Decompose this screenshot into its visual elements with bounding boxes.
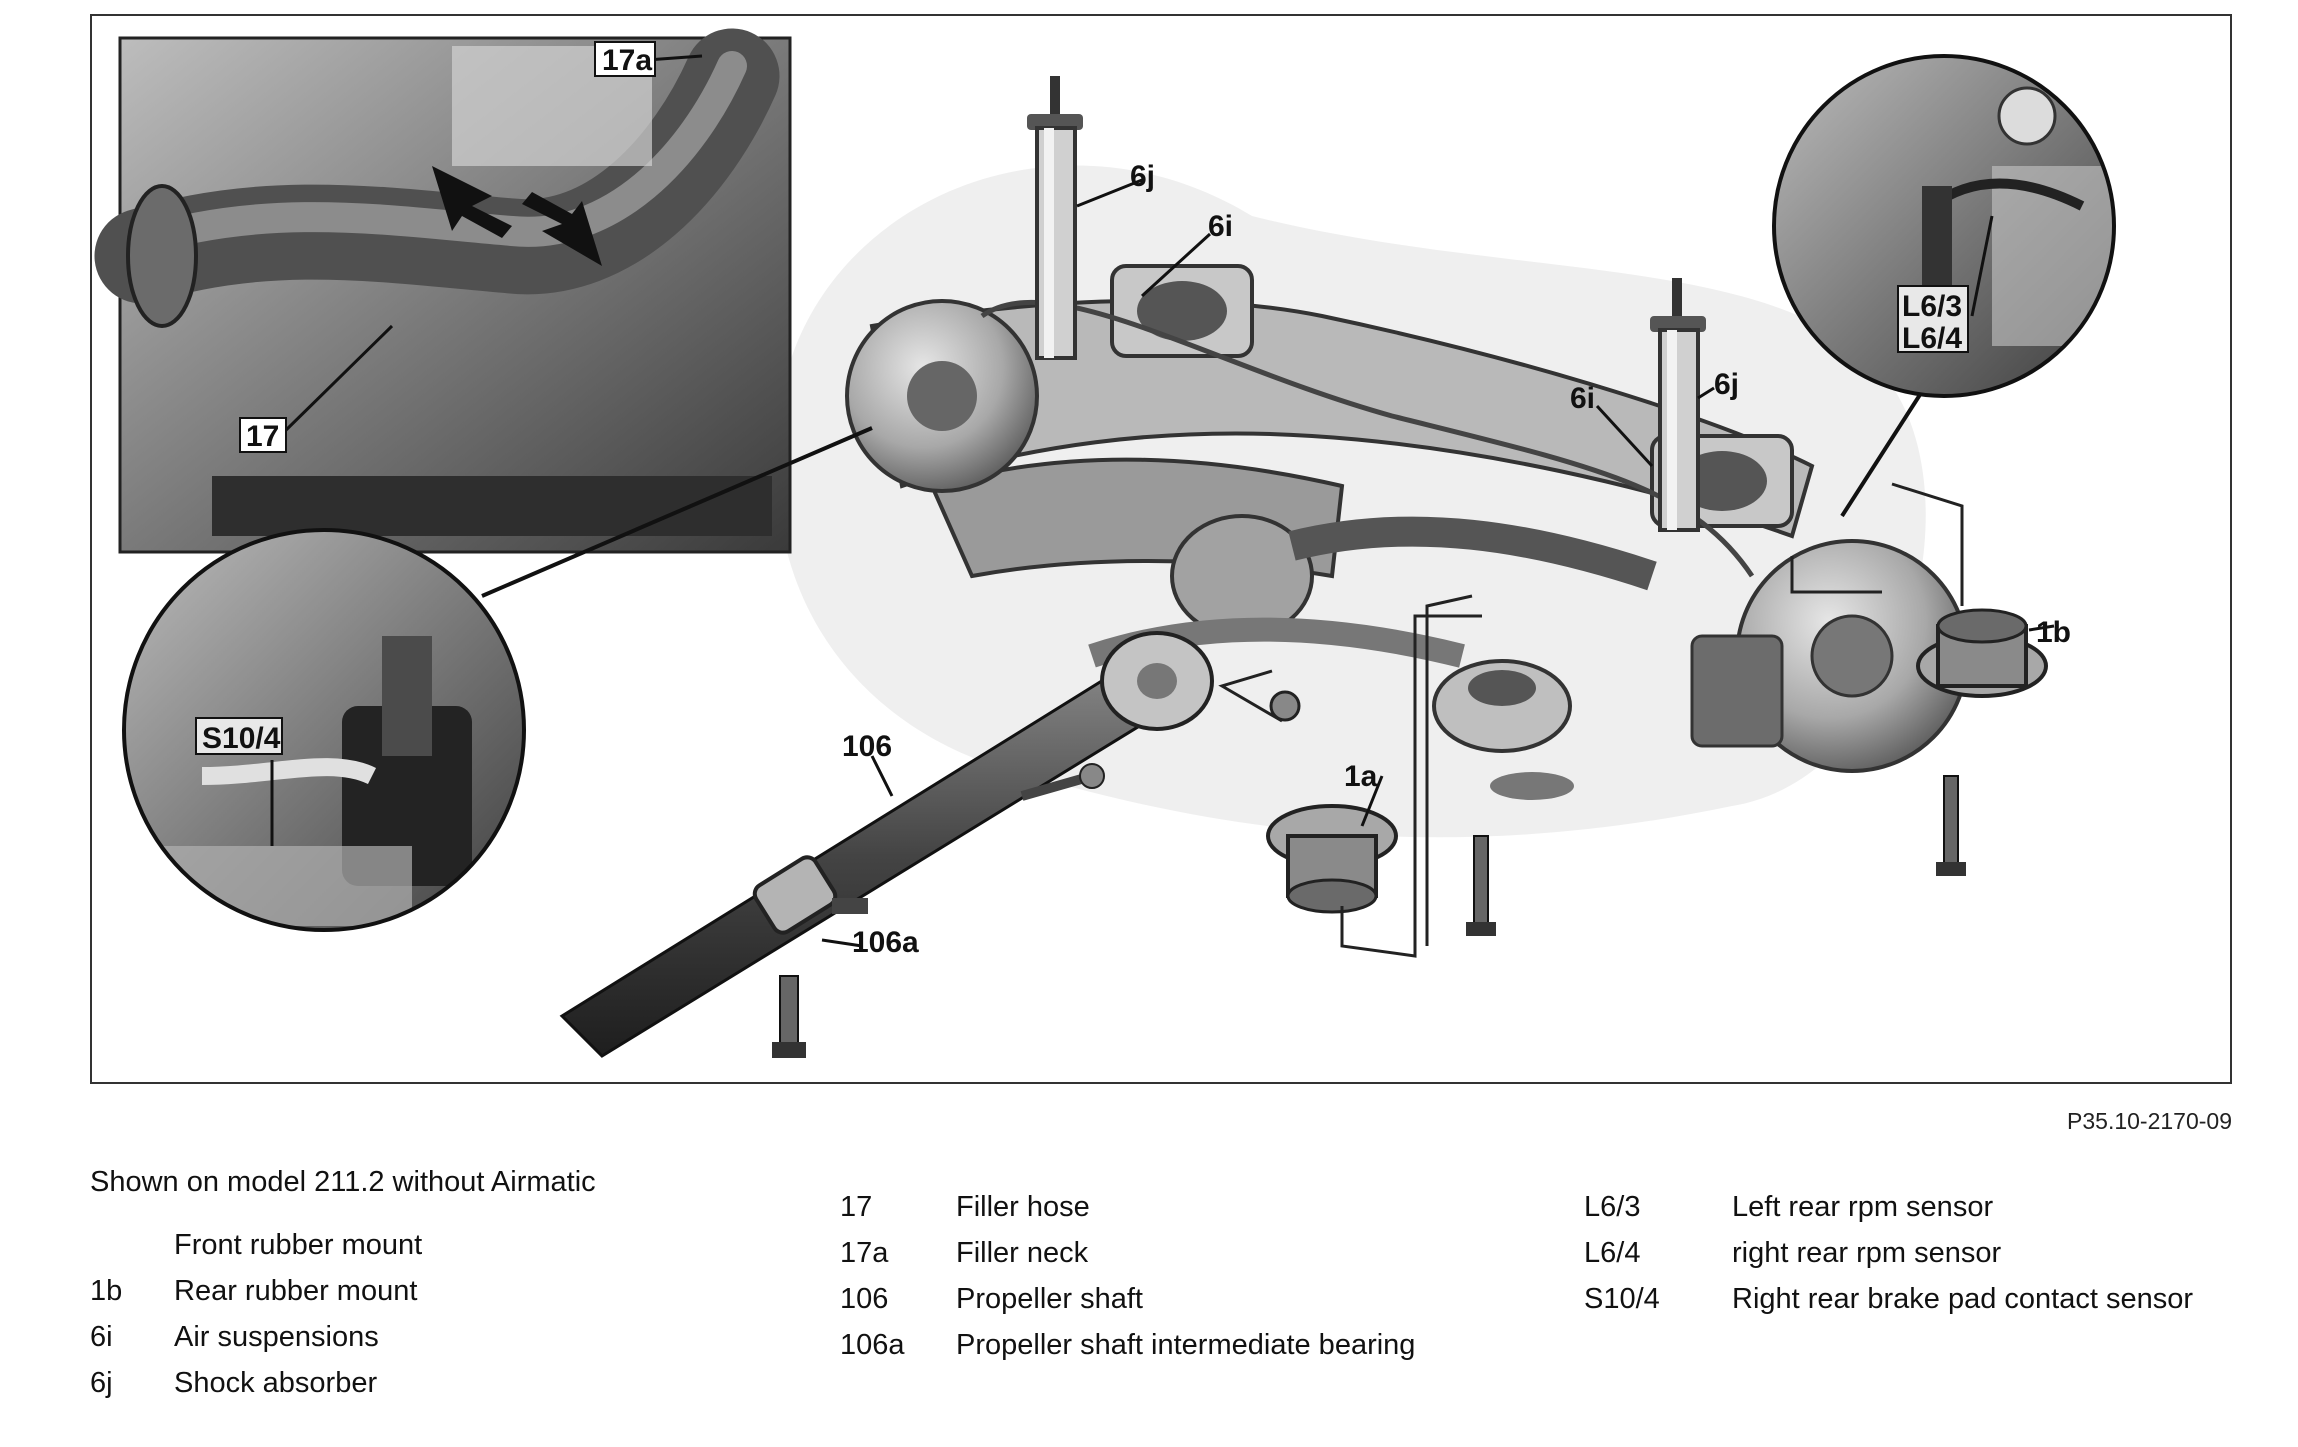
legend-column-1: Front rubber mount 1b Rear rubber mount 6…	[90, 1222, 422, 1406]
rear-axle-illustration: 17a 17 6j 6i 6i 6j 1a 1b 106 106a S10/4 …	[94, 28, 2116, 1058]
legend-item: 106a Propeller shaft intermediate bearing	[840, 1322, 1415, 1368]
legend-code: L6/4	[1584, 1237, 1641, 1269]
figure-reference: P35.10-2170-09	[2067, 1108, 2232, 1134]
legend-code: 106	[840, 1283, 889, 1315]
legend-item: L6/4 right rear rpm sensor	[1584, 1230, 2193, 1276]
legend-code	[90, 1222, 174, 1268]
legend-code: 106a	[840, 1329, 905, 1361]
inset-photo-brake-sensor	[122, 528, 526, 932]
callout-6j-right: 6j	[1714, 368, 1739, 401]
callout-L6-4: L6/4	[1902, 322, 1962, 355]
legend-description: Rear rubber mount	[174, 1275, 418, 1307]
legend-item: 6i Air suspensions	[90, 1314, 422, 1360]
callout-106: 106	[842, 730, 892, 763]
callout-S10-4: S10/4	[202, 722, 281, 755]
legend-description: Front rubber mount	[174, 1229, 423, 1261]
legend-column-3: L6/3 Left rear rpm sensor L6/4 right rear …	[1584, 1184, 2193, 1322]
legend-item: S10/4 Right rear brake pad contact sensor	[1584, 1276, 2193, 1322]
legend-description: Left rear rpm sensor	[1732, 1191, 1994, 1223]
legend-item: 17a Filler neck	[840, 1230, 1415, 1276]
shock-absorber-right	[1650, 278, 1706, 532]
legend-description: Filler hose	[956, 1191, 1090, 1223]
legend-description: Right rear brake pad contact sensor	[1732, 1283, 2194, 1315]
callout-L6-3: L6/3	[1902, 290, 1962, 323]
legend-description: Propeller shaft	[956, 1283, 1143, 1315]
callout-106a: 106a	[852, 926, 919, 959]
front-rubber-mount	[1266, 804, 1398, 914]
legend-code: 17a	[840, 1237, 889, 1269]
propeller-shaft	[559, 631, 1214, 1058]
callout-1a: 1a	[1344, 760, 1378, 793]
callout-1b: 1b	[2036, 616, 2071, 649]
inset-photo-filler-hose	[94, 28, 792, 554]
legend-item: 106 Propeller shaft	[840, 1276, 1415, 1322]
legend-description: Shock absorber	[174, 1367, 378, 1399]
assembly-lines	[1218, 482, 1964, 958]
legend-code: 1b	[90, 1275, 123, 1307]
leader-inset-left	[481, 426, 873, 598]
legend-description: Air suspensions	[174, 1321, 379, 1353]
callout-17: 17	[246, 420, 279, 453]
figure-caption: Shown on model 211.2 without Airmatic	[90, 1166, 596, 1198]
callout-6j-left: 6j	[1130, 160, 1155, 193]
leader-inset-right	[1840, 374, 1934, 518]
legend-description: Propeller shaft intermediate bearing	[956, 1329, 1416, 1361]
mounting-hardware	[772, 690, 1966, 1058]
legend-item: 17 Filler hose	[840, 1184, 1415, 1230]
exploded-diagram-frame: 17a 17 6j 6i 6i 6j 1a 1b 106 106a S10/4 …	[90, 14, 2232, 1084]
legend-code: 6j	[90, 1367, 113, 1399]
callout-17a: 17a	[602, 44, 652, 77]
legend-item: L6/3 Left rear rpm sensor	[1584, 1184, 2193, 1230]
legend-item: 6j Shock absorber	[90, 1360, 422, 1406]
legend-code: S10/4	[1584, 1283, 1660, 1315]
callout-leaders	[270, 54, 2055, 948]
legend-item: Front rubber mount	[90, 1222, 422, 1268]
legend-item: 1b Rear rubber mount	[90, 1268, 422, 1314]
legend-description: Filler neck	[956, 1237, 1089, 1269]
legend-code: L6/3	[1584, 1191, 1641, 1223]
rear-rubber-mount	[1916, 608, 2048, 698]
shock-absorber-left	[1027, 76, 1083, 360]
legend-code: 6i	[90, 1321, 113, 1353]
legend-description: right rear rpm sensor	[1732, 1237, 2002, 1269]
callout-6i-right: 6i	[1570, 382, 1595, 415]
legend-code: 17	[840, 1191, 873, 1223]
callout-6i-left: 6i	[1208, 210, 1233, 243]
